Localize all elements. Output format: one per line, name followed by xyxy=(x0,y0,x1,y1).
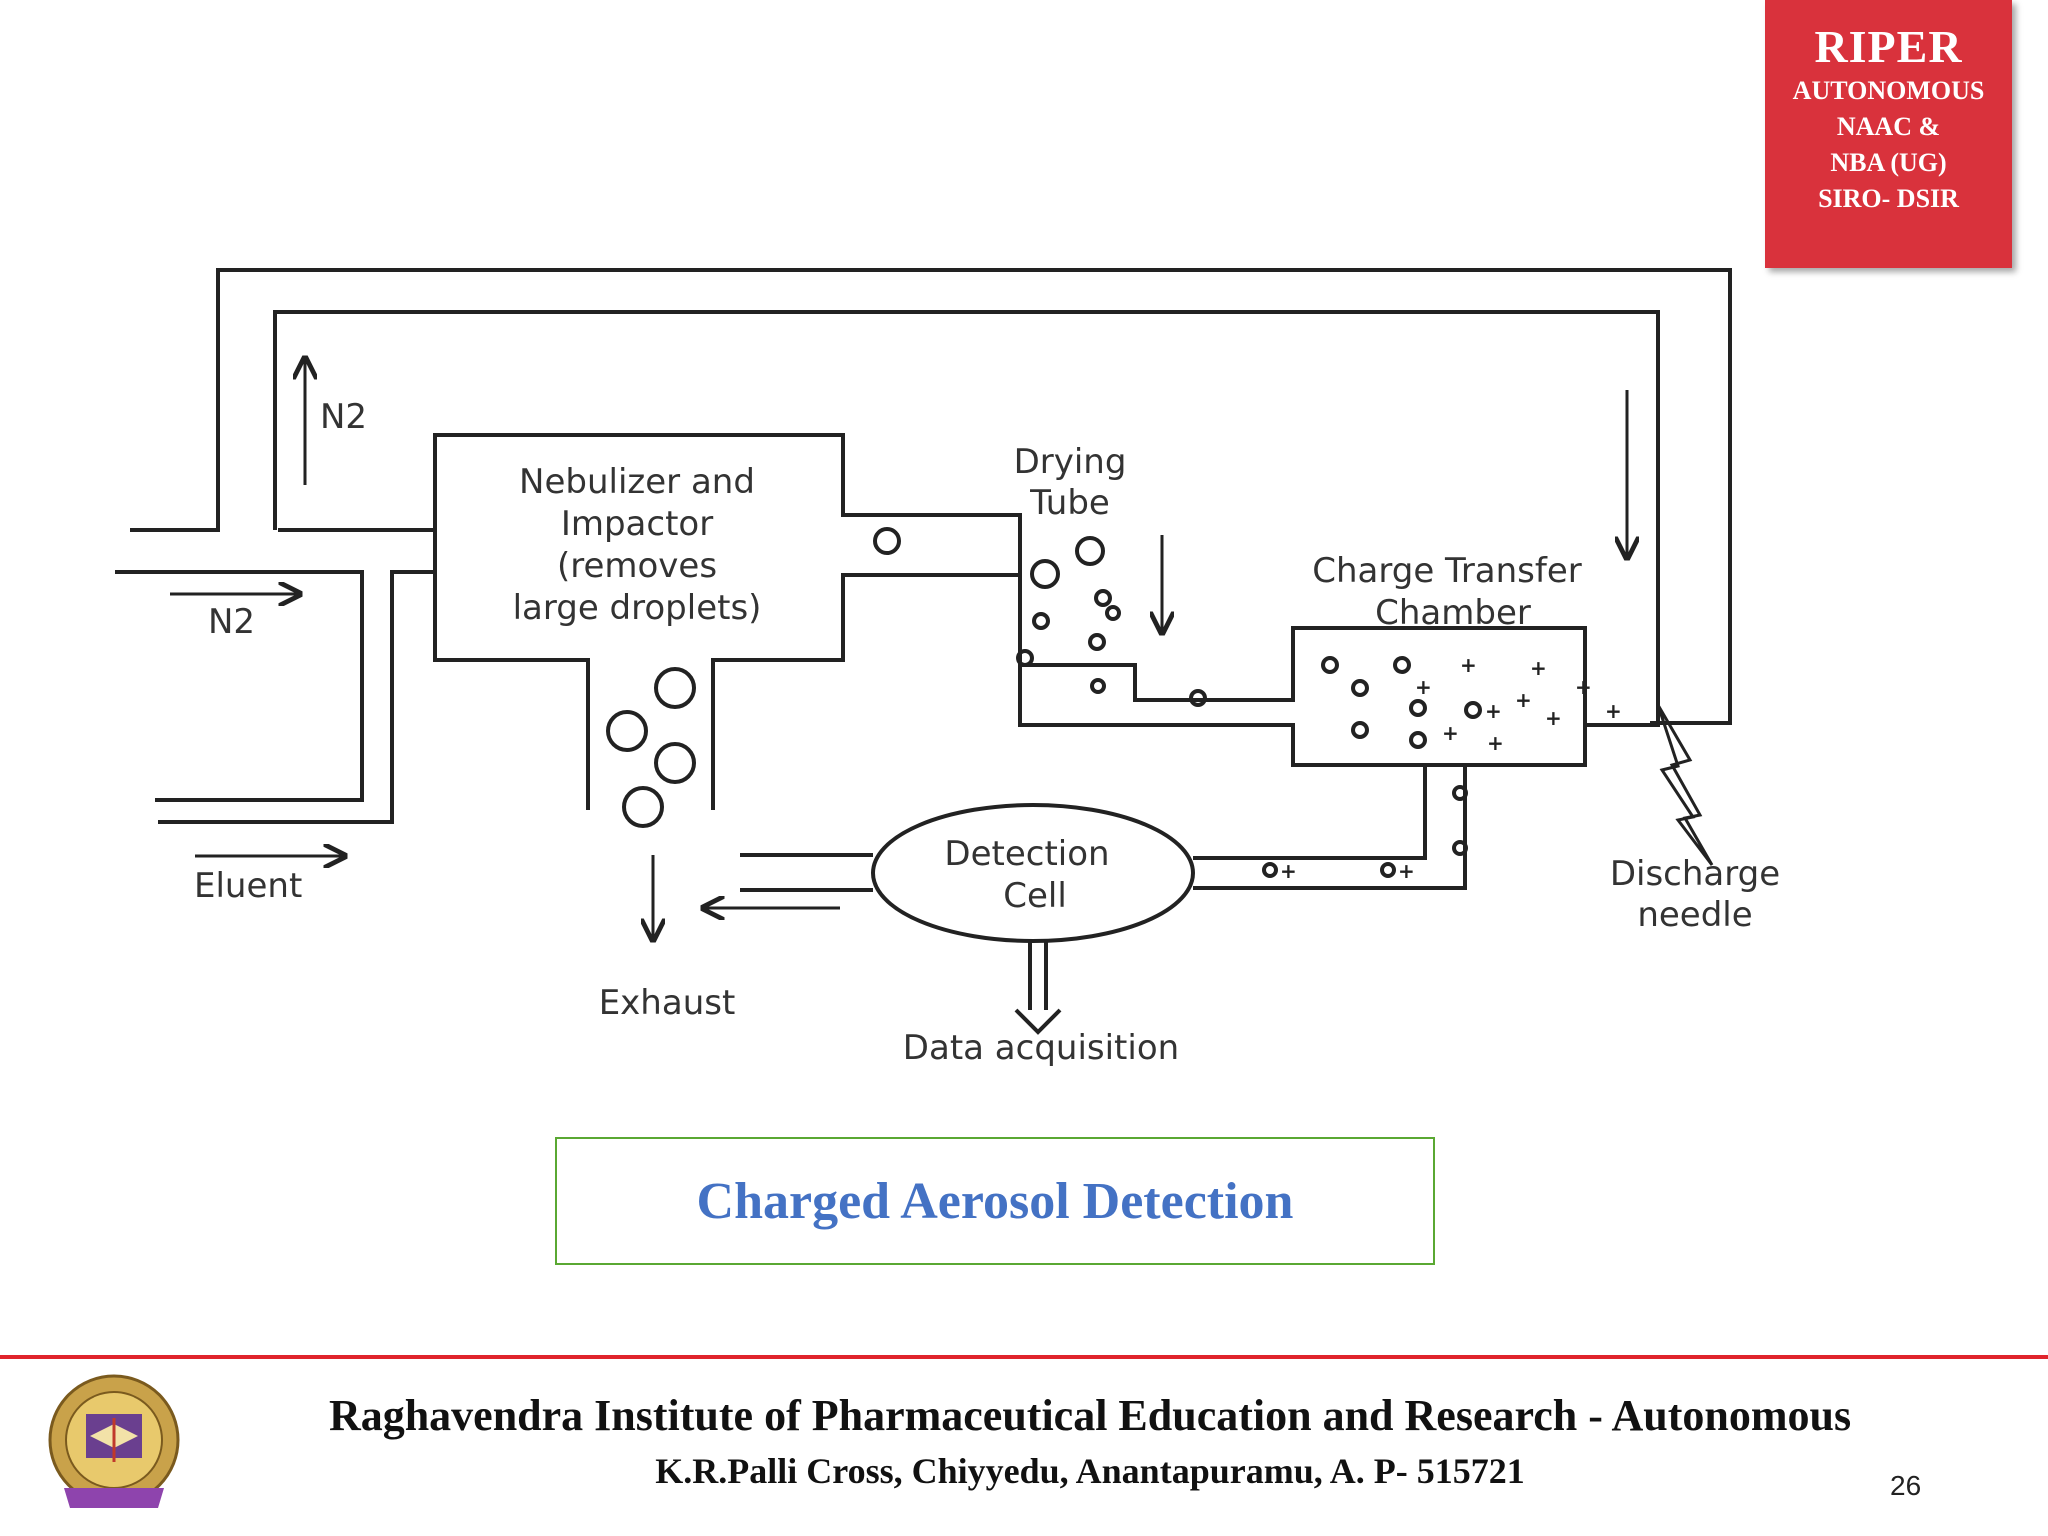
label-nebulizer-3: (removes xyxy=(557,546,717,586)
nebulizer-body xyxy=(433,435,590,810)
inner-loop-pipe xyxy=(273,310,1660,727)
label-exhaust: Exhaust xyxy=(599,983,736,1023)
n2-inlet-pipe xyxy=(115,570,364,802)
charge-plus: + xyxy=(1442,721,1459,745)
detection-cell xyxy=(871,803,1195,943)
charge-plus: + xyxy=(1398,859,1415,883)
droplet xyxy=(606,710,648,752)
label-ctc-1: Charge Transfer xyxy=(1312,551,1582,591)
discharge-needle-bolt xyxy=(1656,704,1714,866)
charge-plus: + xyxy=(1485,699,1502,723)
particle xyxy=(1464,701,1482,719)
caption-box: Charged Aerosol Detection xyxy=(555,1137,1435,1265)
particle xyxy=(1321,656,1339,674)
accreditation-badge: RIPER AUTONOMOUS NAAC & NBA (UG) SIRO- D… xyxy=(1765,0,2012,268)
particle xyxy=(1409,699,1427,717)
droplet xyxy=(654,667,696,709)
droplet xyxy=(1032,612,1050,630)
charge-plus: + xyxy=(1530,656,1547,680)
particle xyxy=(1351,721,1369,739)
particle xyxy=(1380,862,1396,878)
eluent-inlet-pipe xyxy=(158,570,435,824)
label-n2-inlet: N2 xyxy=(208,602,255,642)
badge-title: RIPER xyxy=(1814,21,1963,72)
institute-name: Raghavendra Institute of Pharmaceutical … xyxy=(328,1391,1852,1440)
droplet xyxy=(1094,589,1112,607)
particle xyxy=(1393,656,1411,674)
label-discharge-2: needle xyxy=(1637,895,1752,935)
droplet xyxy=(1105,605,1121,621)
droplet xyxy=(1090,678,1106,694)
charge-plus: + xyxy=(1487,731,1504,755)
droplet xyxy=(873,527,901,555)
institute-address: K.R.Palli Cross, Chiyyedu, Anantapuramu,… xyxy=(655,1451,1525,1491)
charge-plus: + xyxy=(1415,675,1432,699)
detection-left-lines xyxy=(740,853,873,892)
droplet xyxy=(1016,649,1034,667)
charge-plus: + xyxy=(1460,653,1477,677)
label-ctc-2: Chamber xyxy=(1375,593,1531,633)
charge-plus: + xyxy=(1605,699,1622,723)
badge-line-autonomous: AUTONOMOUS xyxy=(1792,76,1985,105)
nebulizer-outlet-right xyxy=(711,573,1587,810)
caption-text: Charged Aerosol Detection xyxy=(696,1172,1294,1230)
label-nebulizer-4: large droplets) xyxy=(513,588,762,628)
particle xyxy=(1409,731,1427,749)
badge-line-siro: SIRO- DSIR xyxy=(1818,184,1959,213)
droplet xyxy=(1075,536,1105,566)
particle xyxy=(1452,840,1468,856)
droplet xyxy=(1088,633,1106,651)
ctc-stem xyxy=(1193,765,1427,860)
ctc-stem-right xyxy=(1193,765,1467,890)
label-nebulizer-1: Nebulizer and xyxy=(519,462,755,502)
label-detection-2: Cell xyxy=(1003,876,1067,916)
outer-loop-pipe xyxy=(130,268,1732,725)
institute-logo xyxy=(48,1374,180,1508)
droplet xyxy=(1030,559,1060,589)
label-detection-1: Detection xyxy=(944,834,1109,874)
label-discharge-1: Discharge xyxy=(1610,854,1780,894)
footer-rule xyxy=(0,1355,2048,1359)
particle xyxy=(1452,785,1468,801)
label-nebulizer-2: Impactor xyxy=(561,504,713,544)
charge-plus: + xyxy=(1575,675,1592,699)
badge-line-naac: NAAC & xyxy=(1836,112,1941,141)
particle xyxy=(1351,679,1369,697)
badge-line-nba: NBA (UG) xyxy=(1830,148,1947,177)
droplet xyxy=(1189,689,1207,707)
droplet xyxy=(622,786,664,828)
label-n2-top: N2 xyxy=(320,397,367,437)
label-eluent: Eluent xyxy=(194,866,302,906)
label-data-acquisition: Data acquisition xyxy=(903,1028,1179,1068)
data-acquisition-arrow xyxy=(1014,941,1062,1035)
page-number: 26 xyxy=(1890,1470,1922,1501)
label-drying-1: Drying xyxy=(1014,442,1127,482)
charge-plus: + xyxy=(1545,706,1562,730)
label-drying-2: Tube xyxy=(1029,483,1110,523)
charge-plus: + xyxy=(1515,688,1532,712)
charge-plus: + xyxy=(1280,859,1297,883)
particle xyxy=(1262,862,1278,878)
droplet xyxy=(654,742,696,784)
